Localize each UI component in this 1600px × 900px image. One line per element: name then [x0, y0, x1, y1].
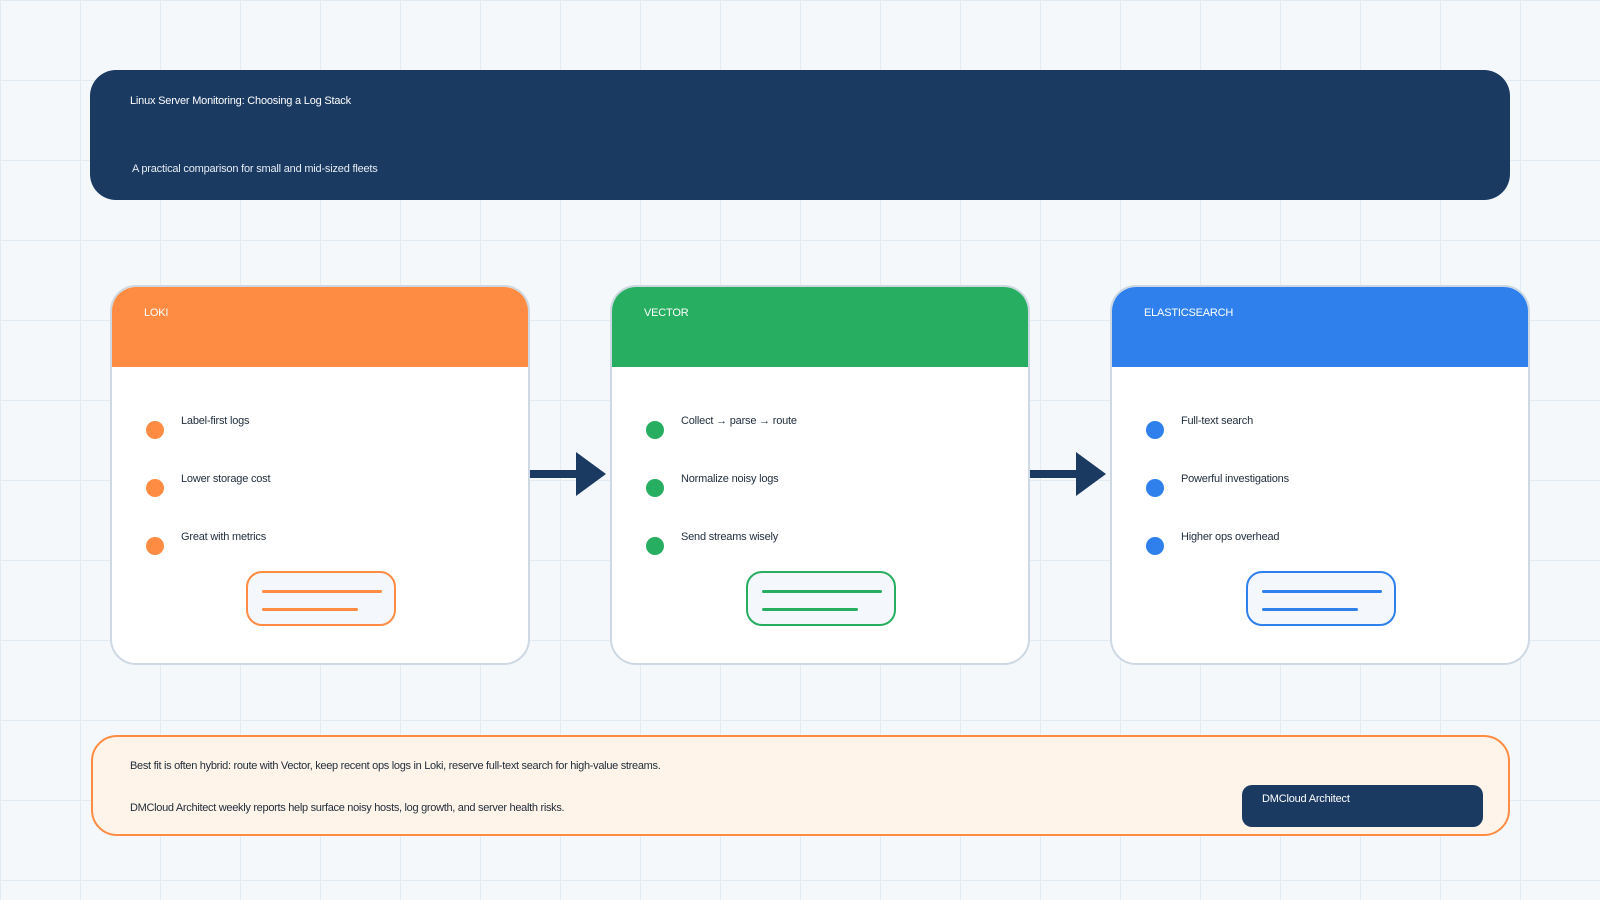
placeholder-pill — [1246, 571, 1396, 626]
pill-line — [762, 608, 858, 611]
brand-badge-label: DMCloud Architect — [1262, 793, 1350, 805]
card-title: VECTOR — [644, 307, 689, 319]
list-item: Send streams wisely — [646, 531, 1006, 555]
list-item-label: Full-text search — [1181, 415, 1253, 427]
list-item-label: Lower storage cost — [181, 473, 271, 485]
list-item: Powerful investigations — [1146, 473, 1506, 497]
arrow-right-icon — [1030, 452, 1106, 496]
bullet-dot-icon — [646, 537, 664, 555]
card-header: VECTOR — [612, 287, 1028, 367]
placeholder-pill — [246, 571, 396, 626]
card-title: LOKI — [144, 307, 169, 319]
card-vector: VECTOR Collect → parse → route Normalize… — [610, 285, 1030, 665]
list-item: Great with metrics — [146, 531, 506, 555]
list-item-label: Label-first logs — [181, 415, 250, 427]
card-title: ELASTICSEARCH — [1144, 307, 1234, 319]
list-item: Label-first logs — [146, 415, 506, 439]
card-elasticsearch: ELASTICSEARCH Full-text search Powerful … — [1110, 285, 1530, 665]
card-header: ELASTICSEARCH — [1112, 287, 1528, 367]
pill-line — [1262, 608, 1358, 611]
card-header: LOKI — [112, 287, 528, 367]
footer-summary-text: Best fit is often hybrid: route with Vec… — [130, 760, 661, 772]
list-item: Lower storage cost — [146, 473, 506, 497]
pill-line — [262, 608, 358, 611]
summary-footer: Best fit is often hybrid: route with Vec… — [91, 735, 1510, 836]
page-title: Linux Server Monitoring: Choosing a Log … — [130, 95, 351, 107]
list-item-label: Send streams wisely — [681, 531, 779, 543]
pill-line — [762, 590, 882, 593]
footer-report-text: DMCloud Architect weekly reports help su… — [130, 802, 565, 814]
pill-line — [1262, 590, 1382, 593]
bullet-dot-icon — [646, 479, 664, 497]
bullet-dot-icon — [1146, 479, 1164, 497]
list-item-label: Higher ops overhead — [1181, 531, 1280, 543]
bullet-dot-icon — [146, 479, 164, 497]
card-loki: LOKI Label-first logs Lower storage cost… — [110, 285, 530, 665]
placeholder-pill — [746, 571, 896, 626]
bullet-dot-icon — [146, 421, 164, 439]
list-item: Collect → parse → route — [646, 415, 1006, 439]
list-item: Normalize noisy logs — [646, 473, 1006, 497]
list-item-label: Great with metrics — [181, 531, 267, 543]
page-subtitle: A practical comparison for small and mid… — [132, 163, 378, 175]
bullet-dot-icon — [1146, 537, 1164, 555]
bullet-dot-icon — [646, 421, 664, 439]
bullet-dot-icon — [1146, 421, 1164, 439]
pill-line — [262, 590, 382, 593]
list-item: Higher ops overhead — [1146, 531, 1506, 555]
list-item-label: Normalize noisy logs — [681, 473, 779, 485]
list-item: Full-text search — [1146, 415, 1506, 439]
brand-badge: DMCloud Architect — [1242, 785, 1483, 827]
list-item-label: Collect → parse → route — [681, 415, 797, 427]
list-item-label: Powerful investigations — [1181, 473, 1289, 485]
header-banner: Linux Server Monitoring: Choosing a Log … — [90, 70, 1510, 200]
bullet-dot-icon — [146, 537, 164, 555]
arrow-right-icon — [530, 452, 606, 496]
